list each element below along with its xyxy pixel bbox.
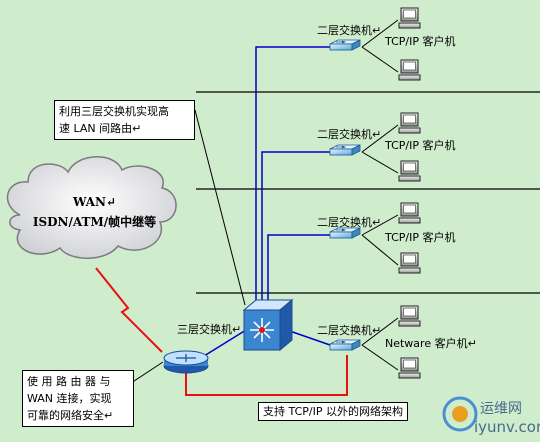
l2-switch-icon <box>329 144 361 156</box>
router-callout-line2: WAN 连接，实现 <box>27 392 112 405</box>
router-callout-line3: 可靠的网络安全↵ <box>27 409 114 422</box>
pc-icon <box>398 252 421 274</box>
router-icon <box>163 350 209 374</box>
wan-subtitle: ISDN/ATM/帧中继等 <box>32 215 157 229</box>
wan-title: WAN↵ <box>72 195 117 209</box>
non-tcpip-callout: 支持 TCP/IP 以外的网络架构 <box>258 402 408 421</box>
wan-cloud-label: WAN↵ ISDN/ATM/帧中继等 <box>22 192 167 232</box>
pc-icon <box>398 202 421 224</box>
red-links <box>95 267 348 396</box>
watermark-logo-icon <box>442 396 478 432</box>
core-switch-icon <box>242 298 294 352</box>
segment-4-switch-label: 二层交换机↵ <box>317 324 382 337</box>
routing-callout-line2: 速 LAN 间路由↵ <box>59 122 142 135</box>
segment-2-client-label: TCP/IP 客户机 <box>385 139 456 152</box>
routing-callout: 利用三层交换机实现高 速 LAN 间路由↵ <box>54 100 195 140</box>
l2-switch-icon <box>329 339 361 351</box>
segment-4-client-label: Netware 客户机↵ <box>385 337 477 350</box>
wan-cloud <box>6 156 177 259</box>
pc-icon <box>398 357 421 379</box>
pc-icon <box>398 112 421 134</box>
segment-1-client-label: TCP/IP 客户机 <box>385 35 456 48</box>
watermark-text: 运维网 <box>480 401 522 417</box>
segment-1-switch-label: 二层交换机↵ <box>317 24 382 37</box>
router-callout-line1: 使 用 路 由 器 与 <box>27 375 111 388</box>
non-tcpip-callout-text: 支持 TCP/IP 以外的网络架构 <box>263 405 403 418</box>
pc-icon <box>398 305 421 327</box>
l2-switch-icon <box>329 39 361 51</box>
segment-2-switch-label: 二层交换机↵ <box>317 128 382 141</box>
segment-separator <box>196 91 540 294</box>
router-callout: 使 用 路 由 器 与 WAN 连接，实现 可靠的网络安全↵ <box>22 370 134 427</box>
pc-icon <box>398 160 421 182</box>
pc-icon <box>398 7 421 29</box>
segment-3-client-label: TCP/IP 客户机 <box>385 231 456 244</box>
pc-icon <box>398 59 421 81</box>
watermark-url: iyunv.com <box>474 418 540 436</box>
routing-callout-line1: 利用三层交换机实现高 <box>59 105 169 118</box>
segment-3-switch-label: 二层交换机↵ <box>317 216 382 229</box>
core-switch-label: 三层交换机↵ <box>177 323 242 336</box>
